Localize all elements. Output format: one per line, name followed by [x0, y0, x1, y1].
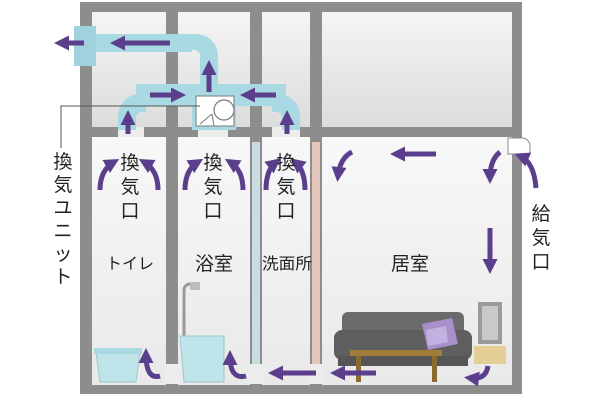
- arrow-icon: [222, 350, 247, 380]
- arrow-icon: [290, 158, 308, 191]
- room-label-toilet: トイレ: [106, 254, 154, 273]
- unit-label-char: 気: [53, 174, 72, 196]
- vent-label-char: 気: [120, 176, 139, 198]
- vent-label-char: 口: [120, 200, 139, 222]
- door-gap-2: [248, 364, 264, 384]
- cushion-icon: [422, 318, 458, 350]
- supply-label: 給 気 口: [531, 203, 550, 273]
- vent-label-char: 口: [276, 200, 295, 222]
- fan-icon: [195, 95, 235, 127]
- room-toilet: [92, 137, 166, 385]
- vent-label-toilet: 換 気 口: [120, 152, 139, 222]
- arrow-icon: [138, 159, 161, 191]
- toilet-icon: [94, 348, 142, 383]
- room-label-washroom: 洗面所: [262, 254, 312, 273]
- arrow-icon: [224, 158, 246, 191]
- unit-label-char: ニ: [53, 220, 72, 242]
- arrow-icon: [331, 149, 354, 182]
- supply-vent-icon: [507, 137, 531, 155]
- supply-label-char: 口: [531, 251, 550, 273]
- vent-label-char: 換: [276, 152, 295, 174]
- unit-leader-line: [60, 105, 200, 148]
- unit-label: 換 気 ユ ニ ッ ト: [53, 151, 72, 288]
- room-label-living: 居室: [391, 253, 429, 275]
- arrow-icon: [464, 365, 491, 387]
- vent-label-char: 気: [276, 176, 295, 198]
- supply-label-char: 給: [531, 203, 550, 225]
- ceiling-space-4: [322, 12, 512, 127]
- arrow-icon: [263, 158, 281, 191]
- arrow-icon: [182, 158, 204, 191]
- unit-label-char: ト: [53, 266, 72, 288]
- vent-label-char: 換: [203, 152, 222, 174]
- room-label-bath: 浴室: [195, 253, 233, 275]
- building-frame: [80, 2, 522, 394]
- curtain-pink: [312, 142, 320, 364]
- door-gap-1: [164, 364, 180, 384]
- ceiling-opening-1: [118, 127, 144, 137]
- vent-label-char: 換: [120, 152, 139, 174]
- supply-label-char: 気: [531, 227, 550, 249]
- tv-icon: [474, 302, 506, 364]
- arrow-icon: [482, 150, 502, 184]
- coffee-table-icon: [350, 350, 442, 382]
- bathtub-icon: [179, 335, 225, 383]
- arrow-icon: [97, 159, 120, 191]
- arrow-icon: [514, 152, 539, 189]
- arrow-icon: [138, 348, 161, 380]
- unit-label-char: ユ: [53, 197, 72, 219]
- shower-icon: [182, 282, 200, 336]
- curtain-blue: [252, 142, 260, 364]
- duct-outlet-box: [74, 26, 96, 66]
- unit-label-char: ッ: [53, 243, 72, 265]
- vent-label-char: 気: [203, 176, 222, 198]
- airflow-arrows: [54, 35, 539, 387]
- ceiling-opening-2: [198, 127, 228, 137]
- vent-label-char: 口: [203, 200, 222, 222]
- vent-label-washroom: 換 気 口: [276, 152, 295, 222]
- vent-label-bath: 換 気 口: [203, 152, 222, 222]
- unit-label-char: 換: [53, 151, 72, 173]
